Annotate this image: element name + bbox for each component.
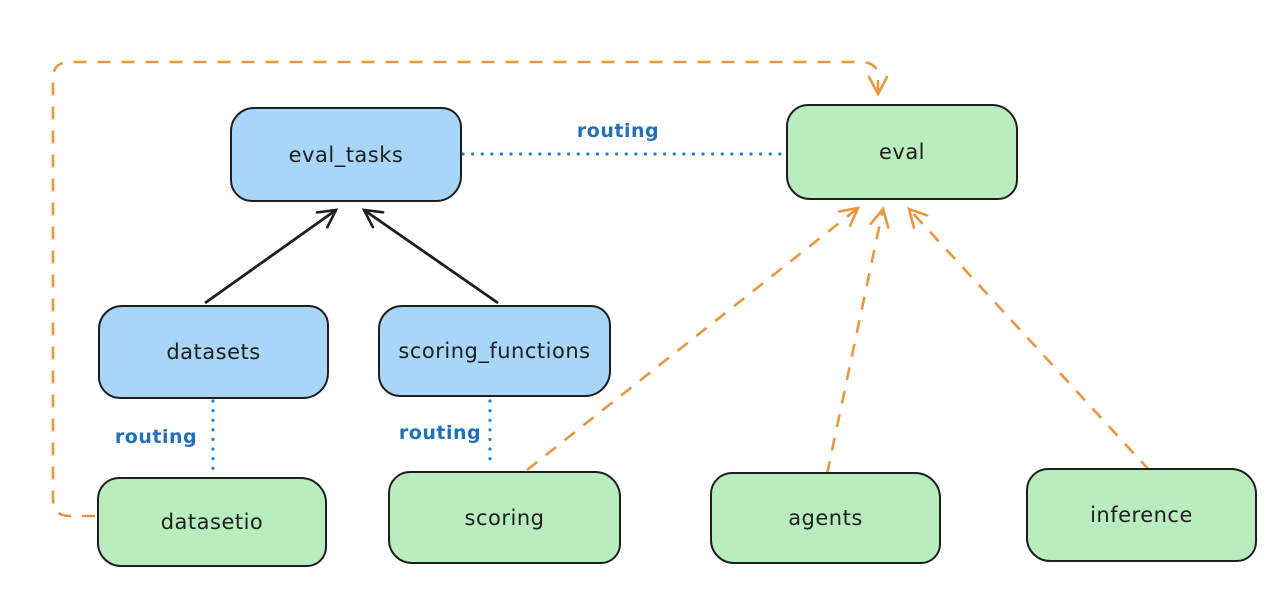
edge-scoring-functions-to-eval-tasks bbox=[361, 208, 499, 305]
node-scoring-functions: scoring_functions bbox=[378, 305, 611, 397]
node-agents: agents bbox=[710, 472, 941, 564]
node-eval: eval bbox=[786, 104, 1018, 200]
node-scoring-functions-label: scoring_functions bbox=[398, 339, 591, 363]
edge-datasetio-to-eval bbox=[51, 60, 889, 518]
node-agents-label: agents bbox=[788, 506, 863, 530]
routing-label-datasets-datasetio: routing bbox=[114, 426, 198, 448]
node-inference: inference bbox=[1026, 468, 1257, 562]
node-datasetio: datasetio bbox=[97, 477, 327, 567]
edge-inference-to-eval bbox=[907, 206, 1151, 472]
routing-label-scoring-functions-scoring: routing bbox=[398, 422, 482, 444]
node-datasetio-label: datasetio bbox=[160, 510, 264, 534]
routing-label-eval-tasks-eval: routing bbox=[576, 120, 660, 142]
node-datasets: datasets bbox=[98, 305, 329, 399]
node-inference-label: inference bbox=[1090, 503, 1193, 527]
node-eval-tasks-label: eval_tasks bbox=[288, 142, 404, 167]
node-scoring: scoring bbox=[388, 471, 621, 564]
node-scoring-label: scoring bbox=[464, 505, 545, 530]
edge-datasets-to-eval-tasks bbox=[204, 208, 339, 305]
edge-agents-to-eval bbox=[825, 206, 890, 475]
node-datasets-label: datasets bbox=[166, 340, 261, 364]
node-eval-tasks: eval_tasks bbox=[230, 107, 462, 202]
node-eval-label: eval bbox=[878, 140, 926, 164]
